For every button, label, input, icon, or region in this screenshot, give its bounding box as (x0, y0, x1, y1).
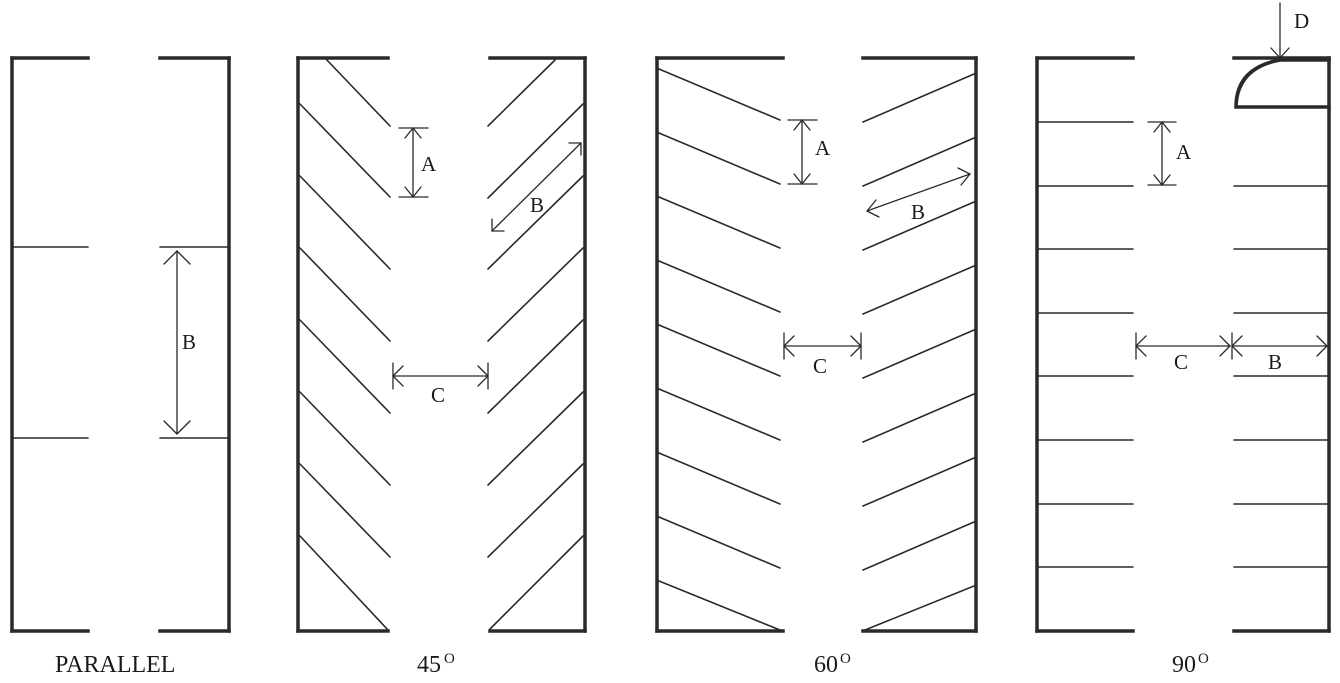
dimension-label-b: B (1268, 350, 1282, 374)
panel-45-degree: A B C 45 O (296, 56, 587, 678)
caption-60-degree: 60 (814, 652, 838, 678)
dimension-label-a: A (815, 136, 831, 160)
dimension-a-45 (398, 127, 429, 198)
dimension-label-c: C (431, 383, 445, 407)
stall-lines-45-right (487, 59, 584, 630)
dimension-b-parallel (163, 250, 191, 435)
stall-lines-60-right (862, 73, 975, 631)
dimension-a-90 (1147, 121, 1177, 186)
dimension-a-60 (787, 119, 818, 185)
dimension-b-90 (1231, 332, 1328, 360)
dimension-d-90 (1270, 2, 1290, 59)
dimension-b-60 (866, 167, 971, 218)
panel-90-degree: A C B D 90 O (1035, 2, 1331, 678)
degree-symbol: O (840, 651, 851, 667)
stall-lines-90-left (1038, 121, 1134, 568)
curb-end-island (1234, 58, 1331, 109)
dimension-label-a: A (421, 152, 437, 176)
caption-90-degree: 90 (1172, 652, 1196, 678)
caption-45-degree: 45 (417, 652, 441, 678)
panel-60-degree: A B C 60 O (655, 56, 978, 678)
dimension-b-45 (491, 142, 582, 232)
stall-lines-60-left (658, 68, 781, 631)
dimension-label-c: C (1174, 350, 1188, 374)
dimension-label-b: B (911, 200, 925, 224)
degree-symbol: O (1198, 651, 1209, 667)
dimension-label-d: D (1294, 9, 1309, 33)
dimension-label-b: B (182, 330, 196, 354)
stall-lines-90-right (1233, 185, 1328, 568)
dimension-label-b: B (530, 193, 544, 217)
panel-parallel: B PARALLEL (10, 56, 231, 678)
dimension-label-a: A (1176, 140, 1192, 164)
dimension-c-45 (392, 362, 489, 390)
stall-lines-45-left (299, 57, 391, 631)
degree-symbol: O (444, 651, 455, 667)
caption-parallel: PARALLEL (55, 652, 175, 678)
dimension-c-60 (783, 332, 862, 360)
dimension-c-90 (1135, 332, 1231, 360)
dimension-label-c: C (813, 354, 827, 378)
